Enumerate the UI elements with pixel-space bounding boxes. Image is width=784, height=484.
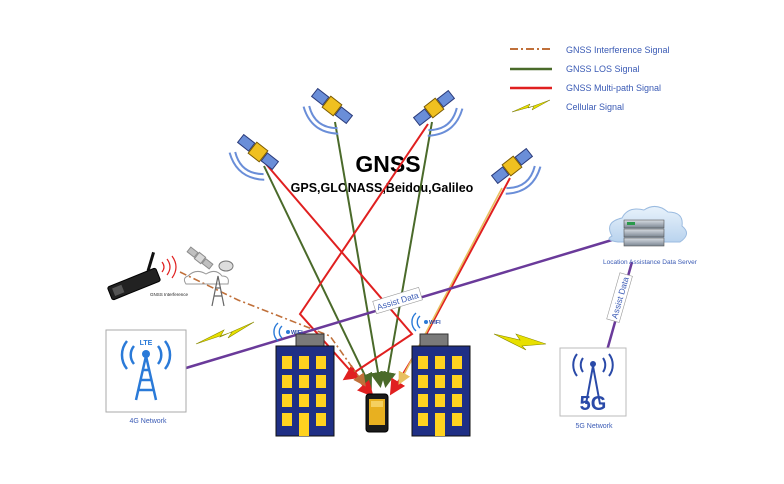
lte-tower-icon — [120, 340, 172, 401]
building-window — [316, 413, 326, 426]
building-window — [282, 356, 292, 369]
building-window — [299, 375, 309, 388]
legend-item-interference: GNSS Interference Signal — [510, 45, 670, 55]
building-window — [435, 356, 445, 369]
jammer-label: GNSS Interference — [150, 292, 189, 297]
building-window — [418, 413, 428, 426]
building-door — [435, 413, 445, 436]
satellite-1-icon — [228, 133, 280, 181]
assist-data-label-1: Assist Data — [372, 286, 423, 315]
legend-los-label: GNSS LOS Signal — [566, 64, 640, 74]
wifi-left-icon: WIFI — [273, 322, 303, 342]
building-door — [299, 413, 309, 436]
legend-interference-label: GNSS Interference Signal — [566, 45, 670, 55]
building-window — [299, 394, 309, 407]
building-window — [282, 394, 292, 407]
5g-large-label: 5G — [580, 393, 607, 415]
building-window — [299, 356, 309, 369]
building-window — [418, 375, 428, 388]
jammer-icon — [107, 251, 161, 301]
legend: GNSS Interference Signal GNSS LOS Signal… — [510, 45, 670, 113]
wifi-right-icon: WIFI — [411, 312, 441, 332]
location-server-label: Location Assistance Data Server — [603, 259, 698, 266]
5g-network-box — [559, 347, 627, 417]
server-icon — [623, 219, 665, 247]
interference-wave-icon — [161, 261, 165, 273]
jammer-device: GNSS Interference — [107, 251, 189, 301]
building-window — [452, 356, 462, 369]
los-signal-sat1 — [263, 165, 372, 390]
legend-multipath-label: GNSS Multi-path Signal — [566, 83, 661, 93]
assist-data-label-2-box — [606, 272, 633, 323]
multipath-signal-sat1 — [265, 163, 414, 381]
satellite-2-icon — [302, 87, 354, 135]
gnss-subtitle: GPS,GLONASS,Beidou,Galileo — [291, 181, 474, 195]
building-window — [316, 375, 326, 388]
wifi-right-label: WIFI — [429, 320, 441, 326]
building-window — [435, 394, 445, 407]
building-window — [418, 356, 428, 369]
small-tower-icon — [211, 275, 225, 307]
ground-dish-icon — [183, 246, 234, 307]
legend-cellular-label: Cellular Signal — [566, 102, 624, 112]
location-server-node: Location Assistance Data Server — [603, 206, 698, 266]
building-window — [452, 394, 462, 407]
building-windows — [282, 356, 462, 436]
5g-network-label: 5G Network — [576, 423, 613, 430]
5g-tower-icon — [572, 353, 614, 405]
legend-item-los: GNSS LOS Signal — [510, 64, 640, 74]
los-signal-sat2 — [334, 121, 386, 388]
multipath-signal-sat3 — [298, 123, 429, 397]
building-window — [452, 413, 462, 426]
cellular-bolt-5g-icon — [493, 333, 547, 351]
building-window — [316, 394, 326, 407]
cellular-bolt-4g-icon — [195, 321, 255, 345]
assist-data-label-1-box — [372, 286, 423, 315]
satellite-4-icon — [490, 147, 542, 195]
5g-network-node: 5G 5G Network — [559, 347, 627, 430]
gnss-title: GNSS — [355, 151, 420, 177]
4g-network-label: 4G Network — [130, 418, 167, 425]
4g-network-node: LTE 4G Network — [105, 329, 187, 425]
legend-item-multipath: GNSS Multi-path Signal — [510, 83, 661, 93]
interference-signal — [179, 271, 366, 387]
building-window — [418, 394, 428, 407]
assist-data-label-1-text: Assist Data — [376, 290, 420, 312]
building-window — [316, 356, 326, 369]
wifi-left-label: WIFI — [291, 330, 303, 336]
building-window — [282, 375, 292, 388]
legend-item-cellular: Cellular Signal — [511, 99, 624, 113]
legend-cellular-bolt-icon — [511, 99, 551, 113]
building-window — [282, 413, 292, 426]
smartphone-icon — [365, 393, 389, 433]
lte-label: LTE — [140, 340, 153, 347]
satellite-3-icon — [412, 89, 464, 137]
assist-data-label-2: Assist Data — [606, 272, 633, 323]
building-window — [452, 375, 462, 388]
los-signal-sat3 — [380, 121, 433, 388]
building-window — [435, 375, 445, 388]
